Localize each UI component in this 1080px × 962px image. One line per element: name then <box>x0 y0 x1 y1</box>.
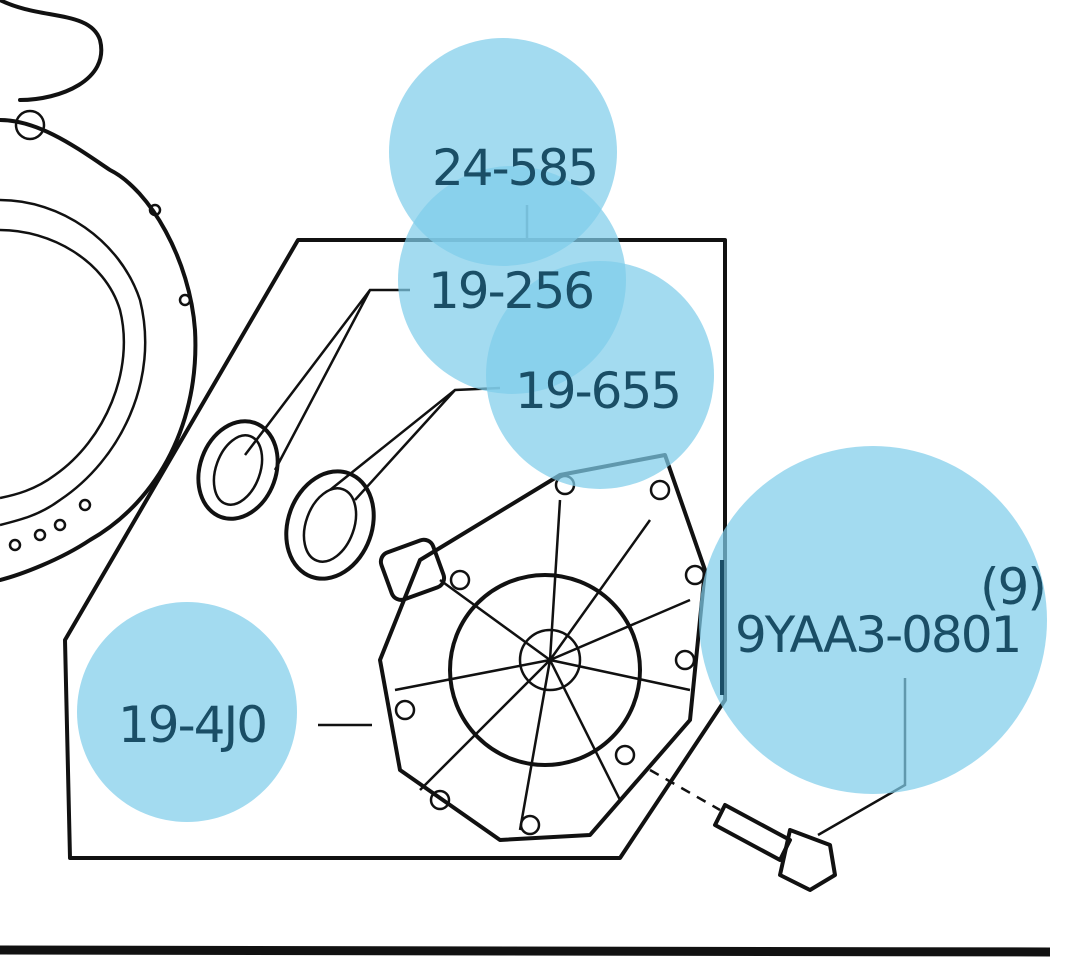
callout-19-4J0-hotspot[interactable] <box>77 602 297 822</box>
callout-quantity-9YAA3-0801: (9) <box>980 558 1045 616</box>
cover-19-4J0-drawing <box>378 453 707 842</box>
callout-label-9YAA3-0801[interactable]: 9YAA3-0801 <box>735 606 1022 664</box>
kit-boundary <box>63 238 727 860</box>
callout-label-19-655[interactable]: 19-655 <box>515 362 682 420</box>
o-ring-19-655 <box>284 469 376 581</box>
bolt-drawing <box>713 803 837 892</box>
o-ring-19-256 <box>196 419 280 521</box>
callout-label-19-256[interactable]: 19-256 <box>428 262 595 320</box>
callout-9YAA3-0801-hotspot[interactable] <box>699 446 1047 794</box>
transmission-housing-drawing <box>0 0 198 582</box>
bottom-rule <box>0 945 1051 957</box>
callout-label-19-4J0[interactable]: 19-4J0 <box>118 696 268 754</box>
callout-label-24-585[interactable]: 24-585 <box>432 139 599 197</box>
callout-19-655-hotspot[interactable] <box>486 261 714 489</box>
